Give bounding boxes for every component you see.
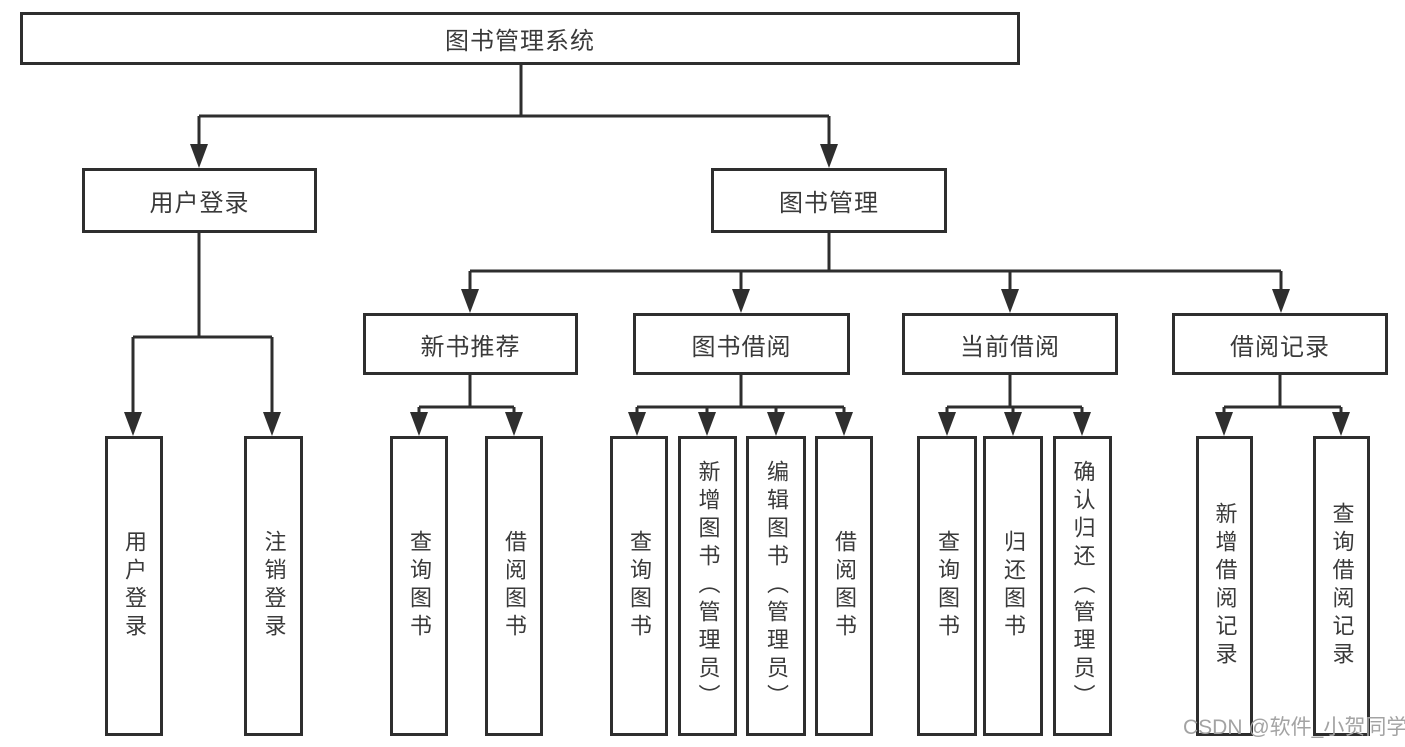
leaf-add-books-admin: 新增图书（管理员） [678,436,737,736]
leaf-user-login: 用户登录 [105,436,163,736]
node-current-borrowing: 当前借阅 [902,313,1118,375]
arrowhead [124,412,142,436]
leaf-borrow-books-recommend: 借阅图书 [485,436,543,736]
arrowhead [1272,289,1290,313]
leaf-query-books-recommend: 查询图书 [390,436,448,736]
leaf-query-books-current: 查询图书 [917,436,977,736]
leaf-return-books: 归还图书 [983,436,1043,736]
arrowhead [1001,289,1019,313]
arrowhead [938,412,956,436]
arrowhead [1215,412,1233,436]
node-current-borrowing-label: 当前借阅 [960,333,1060,361]
node-book-management-label: 图书管理 [779,190,879,217]
arrowhead [698,412,716,436]
node-new-book-recommend: 新书推荐 [363,313,578,375]
arrowhead [1004,412,1022,436]
arrowhead [1332,412,1350,436]
leaf-edit-books-admin: 编辑图书（管理员） [746,436,806,736]
arrowhead [190,144,208,168]
node-borrowing-records: 借阅记录 [1172,313,1388,375]
node-book-management: 图书管理 [711,168,947,233]
arrowhead [767,412,785,436]
node-user-login-label: 用户登录 [149,190,250,217]
arrowhead [263,412,281,436]
tree-edges [131,65,1343,414]
csdn-watermark: CSDN @软件_小贺同学 [1183,716,1405,739]
arrowhead [820,144,838,168]
node-user-login: 用户登录 [82,168,317,233]
node-new-book-recommend-label: 新书推荐 [420,333,521,361]
node-root-label: 图书管理系统 [445,28,595,55]
arrowhead [410,412,428,436]
leaf-query-books-borrowing: 查询图书 [610,436,668,736]
arrowhead [732,289,750,313]
node-root: 图书管理系统 [20,12,1020,65]
arrowhead [628,412,646,436]
leaf-add-borrow-record: 新增借阅记录 [1196,436,1253,736]
arrowhead [461,289,479,313]
arrowhead [1073,412,1091,436]
node-borrowing-records-label: 借阅记录 [1230,333,1330,361]
node-book-borrowing: 图书借阅 [633,313,850,375]
leaf-query-borrow-record: 查询借阅记录 [1313,436,1370,736]
arrowhead [835,412,853,436]
arrowhead [505,412,523,436]
leaf-confirm-return-admin: 确认归还（管理员） [1053,436,1112,736]
node-book-borrowing-label: 图书借阅 [691,333,792,361]
leaf-logout: 注销登录 [244,436,303,736]
leaf-borrow-books: 借阅图书 [815,436,873,736]
